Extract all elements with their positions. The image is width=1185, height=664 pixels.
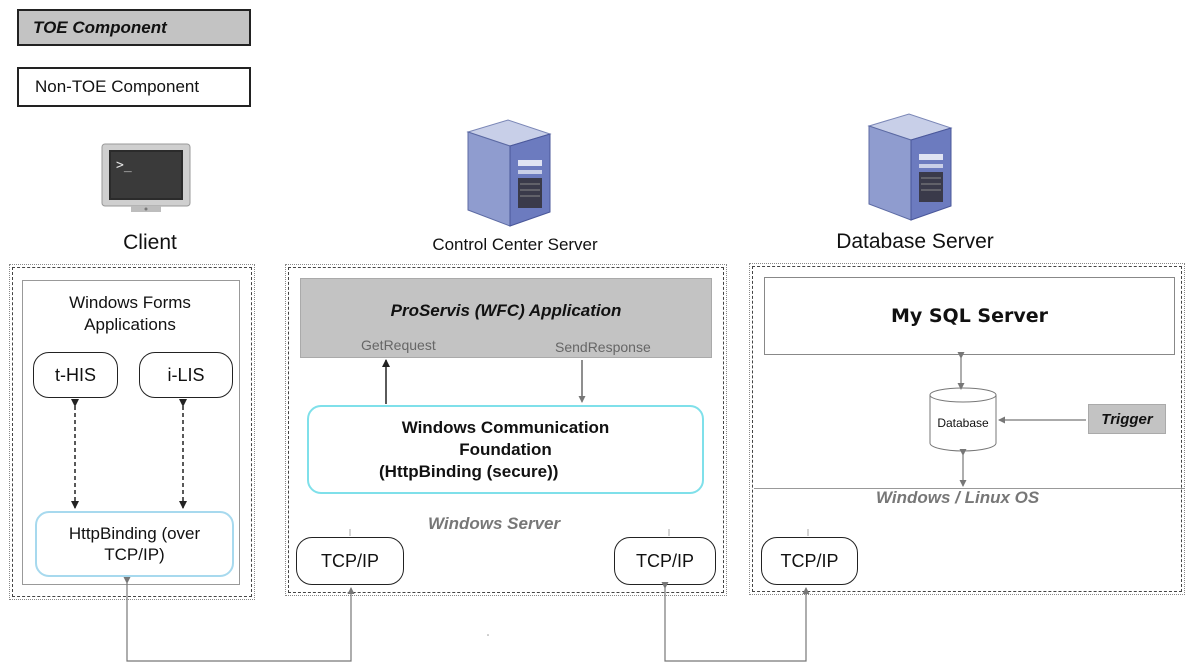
wcf-line-1: Windows Communication Foundation — [401, 418, 610, 459]
control-center-container — [285, 264, 727, 596]
legend-non-toe-label: Non-TOE Component — [35, 77, 200, 96]
proservis-app-label: ProServis (WFC) Application — [390, 301, 622, 320]
trigger-label: Trigger — [1101, 410, 1153, 428]
windows-forms-title: Windows Forms Applications — [69, 293, 191, 334]
server-tower-icon — [867, 113, 953, 221]
terminal-icon: >_ — [101, 143, 191, 212]
proservis-app-box: ProServis (WFC) Application — [300, 278, 712, 358]
database-label: Database — [937, 416, 989, 430]
database-server-container — [749, 263, 1185, 595]
module-i-lis: i-LIS — [139, 352, 233, 398]
tcpip-control-left-label: TCP/IP — [320, 550, 379, 571]
client-container — [9, 264, 255, 600]
tcpip-control-right-label: TCP/IP — [635, 550, 694, 571]
svg-text:>_: >_ — [116, 158, 132, 173]
http-binding-box: HttpBinding (over TCP/IP) — [35, 511, 234, 577]
mysql-server-box: My SQL Server — [764, 277, 1175, 355]
tcpip-database: TCP/IP — [761, 537, 858, 585]
get-request-label: GetRequest — [361, 337, 436, 353]
tcpip-database-label: TCP/IP — [780, 550, 839, 571]
module-i-lis-label: i-LIS — [167, 364, 205, 385]
mysql-server-label: My SQL Server — [890, 305, 1049, 327]
module-t-his: t-HIS — [33, 352, 118, 398]
legend-non-toe-component: Non-TOE Component — [17, 67, 251, 107]
client-title: Client — [123, 231, 177, 254]
control-center-title: Control Center Server — [432, 235, 598, 254]
control-database-network-link — [661, 582, 810, 662]
wcf-line-2: (HttpBinding (secure)) — [379, 462, 559, 481]
database-server-title: Database Server — [836, 230, 994, 253]
client-control-network-link — [123, 577, 355, 662]
legend-toe-label: TOE Component — [33, 17, 167, 37]
windows-server-label: Windows Server — [428, 514, 561, 533]
os-divider — [754, 488, 1184, 489]
windows-linux-os-label: Windows / Linux OS — [876, 488, 1040, 507]
wcf-box: Windows Communication Foundation (HttpBi… — [307, 405, 704, 494]
tcpip-control-right: TCP/IP — [614, 537, 716, 585]
http-binding-label: HttpBinding (over TCP/IP) — [68, 524, 201, 564]
trigger-box: Trigger — [1088, 404, 1166, 434]
legend-toe-component: TOE Component — [17, 9, 251, 46]
module-t-his-label: t-HIS — [54, 364, 96, 385]
server-tower-icon — [466, 119, 552, 227]
send-response-label: SendResponse — [555, 339, 651, 355]
